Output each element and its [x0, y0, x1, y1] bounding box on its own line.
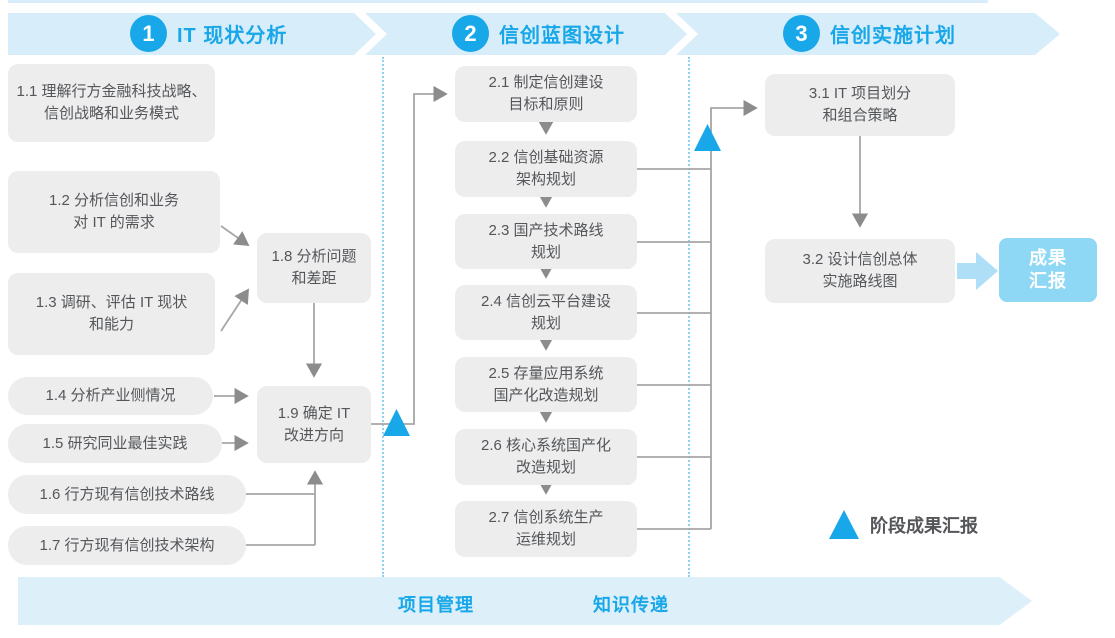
- node-1-5: 1.5 研究同业最佳实践: [8, 424, 222, 463]
- legend: 阶段成果汇报: [828, 508, 978, 540]
- phase3-header: 3 信创实施计划: [783, 15, 956, 52]
- node-2-4: 2.4 信创云平台建设 规划: [455, 285, 637, 340]
- node-1-6: 1.6 行方现有信创技术路线: [8, 475, 246, 514]
- node-1-2: 1.2 分析信创和业务 对 IT 的需求: [8, 171, 220, 253]
- node-1-8: 1.8 分析问题 和差距: [257, 233, 371, 303]
- arrow-1-2-to-1-8: [220, 225, 250, 247]
- footer-label-project-management: 项目管理: [398, 595, 474, 615]
- node-1-4: 1.4 分析产业侧情况: [8, 377, 213, 415]
- node-3-2: 3.2 设计信创总体 实施路线图: [765, 239, 955, 303]
- arrow-1-6-1-7-to-1-9: [246, 472, 315, 546]
- phase2-title: 信创蓝图设计: [499, 25, 625, 47]
- phase-divider-1: [382, 57, 384, 577]
- node-result-report: 成果 汇报: [999, 238, 1097, 302]
- footer-banner-strip: [18, 577, 1032, 625]
- arrow-1-3-to-1-8: [220, 288, 249, 332]
- legend-label: 阶段成果汇报: [870, 516, 978, 536]
- milestone-triangle-phase1: [383, 409, 410, 436]
- node-1-9: 1.9 确定 IT 改进方向: [257, 386, 371, 463]
- phase2-number-badge: 2: [452, 15, 489, 52]
- phase1-banner-segment: [8, 13, 376, 55]
- arrow-1-9-to-2-1: [371, 85, 448, 425]
- phase3-title: 信创实施计划: [830, 25, 956, 47]
- node-2-7: 2.7 信创系统生产 运维规划: [455, 501, 637, 557]
- node-1-3: 1.3 调研、评估 IT 现状 和能力: [8, 273, 215, 355]
- thick-arrow-3-2-to-result: [957, 252, 998, 290]
- node-2-2: 2.2 信创基础资源 架构规划: [455, 141, 637, 197]
- node-3-1: 3.1 IT 项目划分 和组合策略: [765, 74, 955, 136]
- phase1-header: 1 IT 现状分析: [130, 15, 287, 52]
- phase1-number-badge: 1: [130, 15, 167, 52]
- bus-phase2-to-3-1: [637, 108, 756, 530]
- phase-banner-strip: [8, 13, 1060, 55]
- phase2-header: 2 信创蓝图设计: [452, 15, 625, 52]
- phase3-banner-segment: [676, 13, 1060, 55]
- node-2-5: 2.5 存量应用系统 国产化改造规划: [455, 357, 637, 412]
- legend-triangle-icon: [829, 510, 859, 539]
- phase1-title: IT 现状分析: [177, 25, 288, 47]
- phase2-banner-segment: [365, 13, 687, 55]
- top-edge-strip: [8, 0, 988, 3]
- footer-label-knowledge-transfer: 知识传递: [593, 595, 669, 615]
- node-1-1: 1.1 理解行方金融科技战略、 信创战略和业务模式: [8, 64, 215, 142]
- node-1-7: 1.7 行方现有信创技术架构: [8, 526, 246, 565]
- node-2-1: 2.1 制定信创建设 目标和原则: [455, 66, 637, 122]
- milestone-triangle-phase2: [694, 124, 721, 151]
- node-2-3: 2.3 国产技术路线 规划: [455, 214, 637, 269]
- phase3-number-badge: 3: [783, 15, 820, 52]
- phase-divider-2: [688, 57, 690, 577]
- node-2-6: 2.6 核心系统国产化 改造规划: [455, 429, 637, 485]
